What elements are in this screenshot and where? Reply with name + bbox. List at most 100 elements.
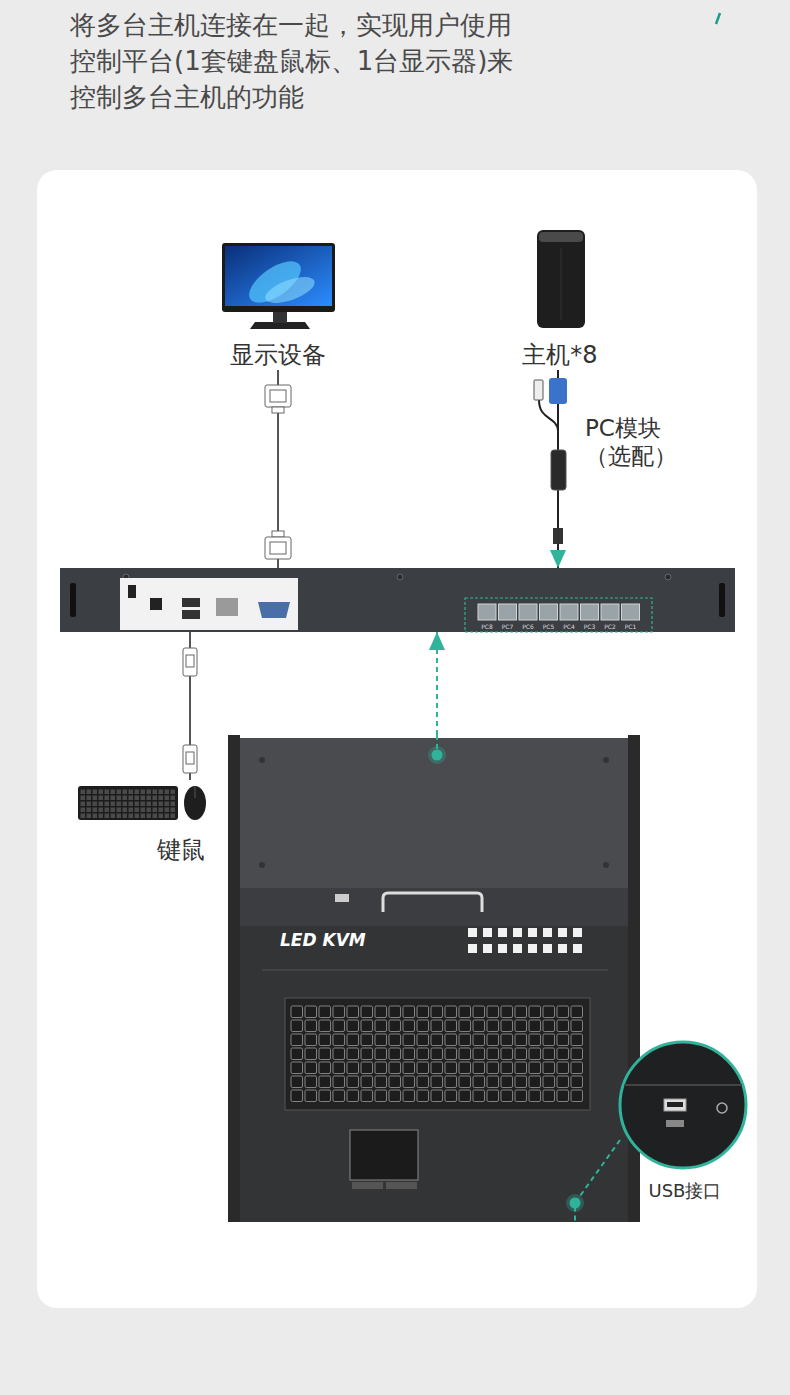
- brand-label: LED KVM: [280, 930, 390, 950]
- latch-button: [335, 894, 349, 902]
- screw: [259, 862, 265, 868]
- console-band: [240, 888, 628, 926]
- usb-plug: [183, 648, 197, 676]
- button-grid: [528, 928, 586, 953]
- monitor-neck: [273, 309, 287, 323]
- dc-jack: [150, 598, 162, 610]
- rj45-port: [601, 604, 619, 620]
- vga-port: [258, 602, 290, 618]
- panel-seam: [262, 969, 608, 971]
- vga-plug: [265, 537, 291, 559]
- vga-plug-inner: [270, 542, 286, 554]
- screw: [603, 757, 609, 763]
- white-panel: [37, 170, 757, 1308]
- module-wire: [557, 488, 559, 493]
- screw: [123, 574, 129, 580]
- plug-neck: [272, 531, 284, 537]
- port-label: PC7: [499, 623, 517, 630]
- leader-line: [575, 1140, 620, 1222]
- accent-slash: [716, 13, 720, 24]
- rj45-port: [478, 604, 496, 620]
- switch-body: [60, 568, 735, 632]
- usb-cable: [189, 632, 191, 780]
- usb-plug-mark: [186, 752, 194, 764]
- usb-plug-mark: [186, 655, 194, 667]
- rack-rail: [228, 735, 240, 1222]
- kvm-switch: PC8PC7PC6PC5PC4PC3PC2PC1: [60, 568, 735, 632]
- touchpad-button: [352, 1182, 383, 1189]
- monitor-device: 显示设备: [210, 236, 346, 370]
- usb-socket: [664, 1099, 686, 1111]
- screw: [397, 574, 403, 580]
- callout-label: USB接口: [620, 1180, 750, 1202]
- host-cable: [557, 370, 559, 410]
- pc-module-body: [551, 450, 566, 490]
- pc-module: PC模块 （选配）: [545, 410, 670, 492]
- monitor-frame: [222, 243, 335, 312]
- vga-plug-inner: [270, 390, 286, 402]
- keyboard-mouse: 键鼠: [75, 780, 215, 864]
- screw: [603, 862, 609, 868]
- port-highlight: [465, 598, 652, 632]
- usb-socket-inner: [667, 1102, 683, 1107]
- rj45-port: [622, 604, 640, 620]
- usb-port: [182, 598, 200, 607]
- rj45-plug: [553, 528, 563, 544]
- dashed-arrow: [436, 632, 438, 735]
- anchor-dot: [570, 1198, 581, 1209]
- mouse: [184, 786, 206, 820]
- module-wire: [557, 410, 559, 452]
- rack-rail: [628, 735, 640, 1222]
- touchpad-button: [386, 1182, 417, 1189]
- vga-plug: [265, 385, 291, 407]
- console-lid: [240, 738, 628, 888]
- keyboard-keys: [80, 789, 176, 818]
- zoom-circle: [620, 1042, 746, 1168]
- console-base: [240, 926, 628, 1222]
- console-handle: [383, 893, 482, 912]
- monitor-base: [250, 322, 310, 329]
- rj45-port: [540, 604, 558, 620]
- host-tower: [537, 230, 585, 328]
- screen-bloom: [262, 272, 318, 309]
- console-keys: [290, 1005, 584, 1103]
- touchpad: [350, 1130, 418, 1180]
- vga-plug: [549, 378, 567, 404]
- port-label: PC8: [478, 623, 496, 630]
- keyboard: [78, 786, 178, 820]
- device-label: 主机*8: [505, 341, 615, 369]
- anchor-halo: [428, 746, 446, 764]
- monitor-screen: [225, 246, 332, 306]
- keyboard-tray: [285, 998, 590, 1110]
- screw: [717, 1103, 727, 1113]
- rj45-port: [560, 604, 578, 620]
- anchor-dot: [432, 750, 443, 761]
- device-label: 显示设备: [210, 341, 346, 369]
- rack-slot: [719, 583, 725, 617]
- port-label: PC5: [540, 623, 558, 630]
- usb-wire: [539, 400, 558, 430]
- usb-plug: [183, 745, 197, 773]
- rack-slot: [70, 583, 76, 617]
- host-seam: [561, 248, 562, 320]
- host-computer: 主机*8: [505, 226, 615, 370]
- led-kvm-console: LED KVM: [228, 735, 640, 1222]
- network-cable: [557, 492, 559, 568]
- port-label: PC3: [581, 623, 599, 630]
- port-label: PC4: [560, 623, 578, 630]
- leader-stub: [436, 735, 438, 749]
- port-label: PC6: [519, 623, 537, 630]
- screw: [259, 757, 265, 763]
- usb-plug: [534, 380, 543, 400]
- host-top: [539, 232, 583, 242]
- button-grid: [468, 928, 526, 953]
- zoom-seam: [624, 1084, 742, 1086]
- rj45-port: [499, 604, 517, 620]
- screw: [665, 574, 671, 580]
- io-panel: [120, 578, 298, 630]
- power-switch: [128, 585, 136, 598]
- device-label: 键鼠: [154, 836, 208, 864]
- port-label: PC1: [622, 623, 640, 630]
- vga-cable: [277, 370, 279, 568]
